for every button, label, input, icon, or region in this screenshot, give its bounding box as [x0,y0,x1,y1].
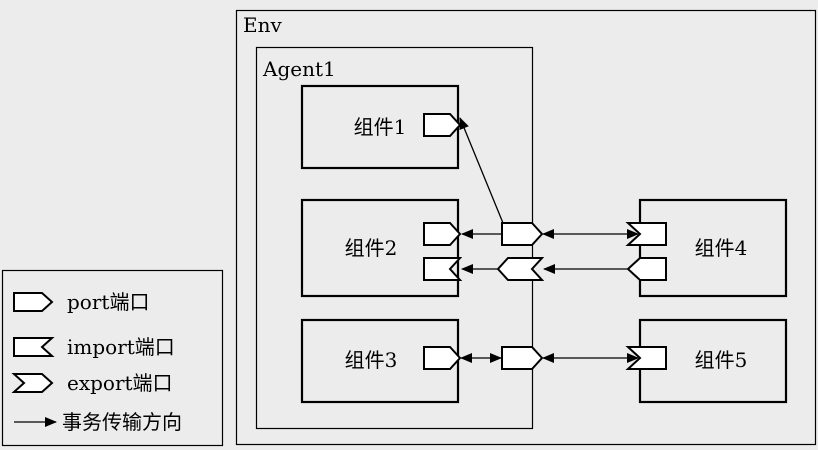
arrow-to-c1 [459,117,504,224]
component-4-box [638,198,788,298]
component-3-label: 组件3 [345,348,398,372]
legend-port-label: port端口 [67,290,149,314]
legend-arrow-label: 事务传输方向 [62,410,182,434]
env-label: Env [243,13,282,37]
agent-export-icon [496,257,545,281]
c3-port-icon [423,346,462,370]
component-2-label: 组件2 [345,236,398,260]
env-box [235,9,817,446]
legend-export-label: export端口 [67,371,173,395]
component-4-label: 组件4 [695,236,748,260]
legend-import-icon [13,337,55,357]
legend-port-icon [13,292,54,312]
c2-port-icon [423,222,462,246]
agent-label: Agent1 [262,57,336,81]
agent-port-2-icon [501,346,544,370]
legend-import-label: import端口 [67,335,175,359]
agent-port-1-icon [501,222,544,246]
c1-port-icon [423,113,462,137]
c2-import-icon [423,257,463,281]
c4-port-icon [626,257,667,281]
component-5-label: 组件5 [695,348,748,372]
legend-box [1,269,224,447]
legend-export-icon [11,373,54,393]
component-2-box [300,198,460,298]
component-1-label: 组件1 [354,115,407,139]
